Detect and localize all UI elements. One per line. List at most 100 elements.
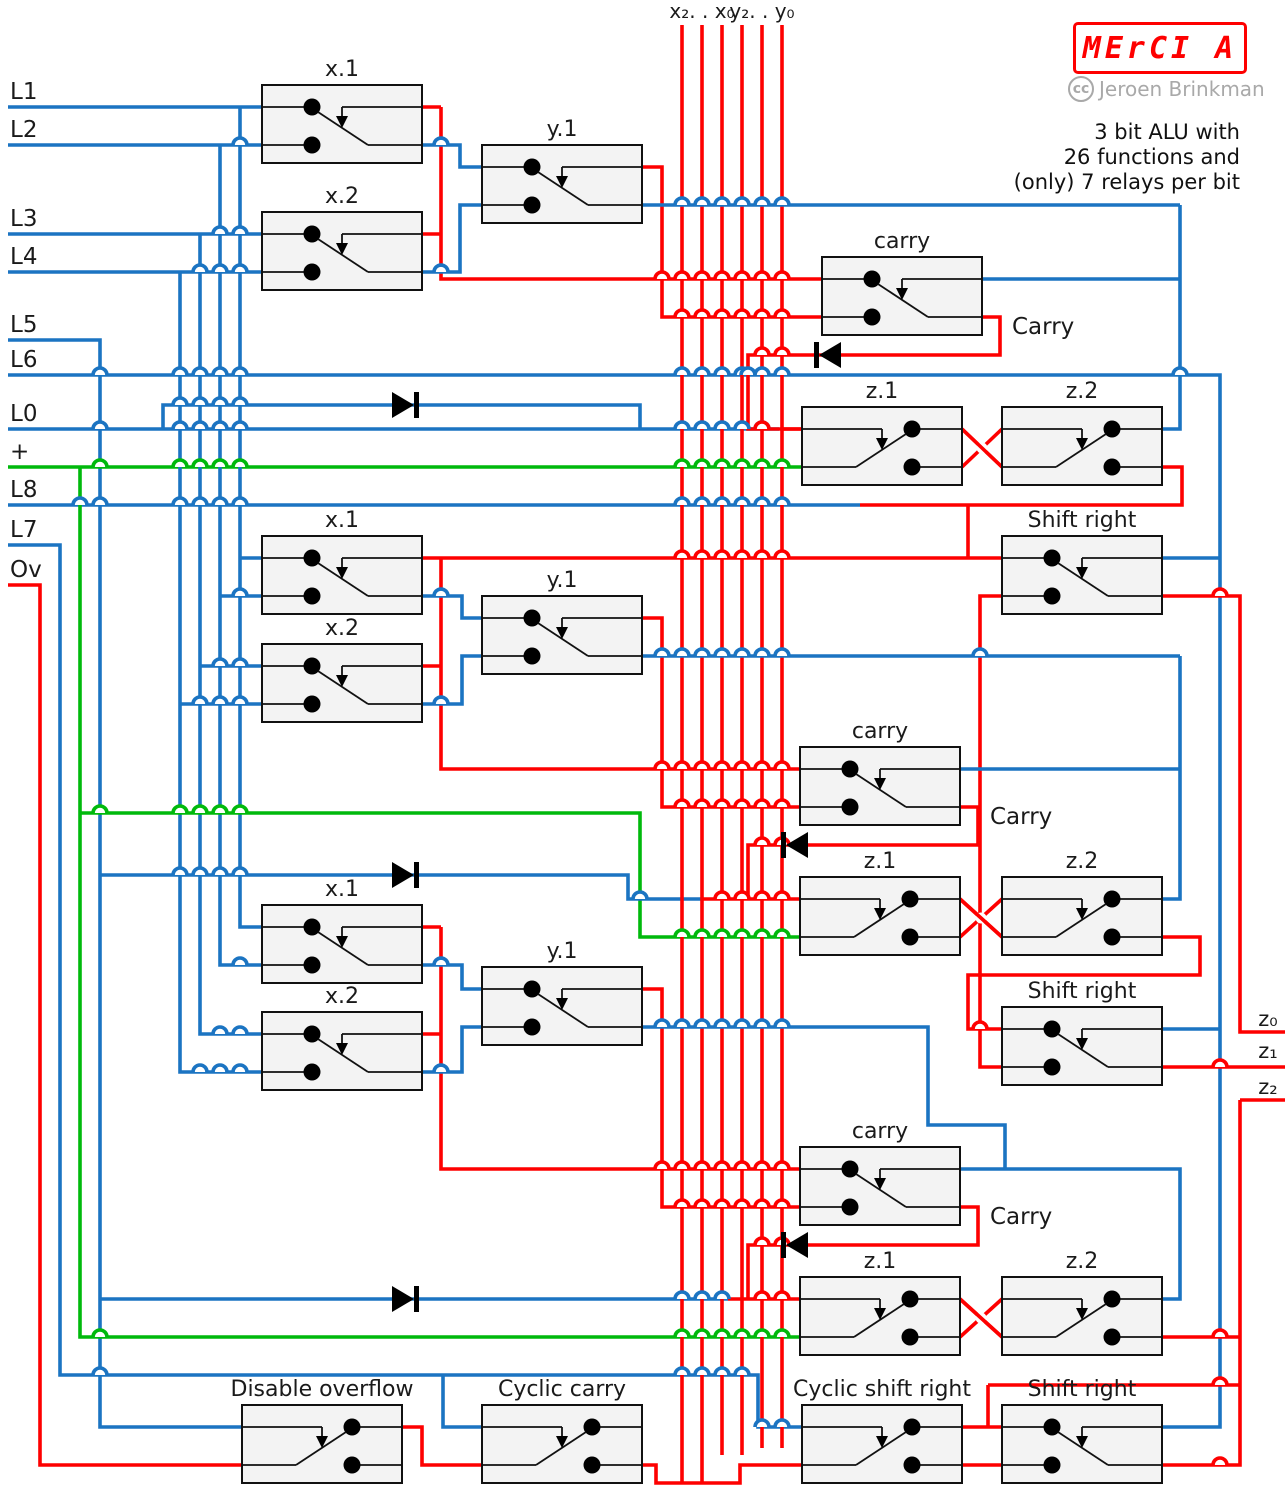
wire-hop [653,270,671,280]
label-carry: Carry [1012,314,1074,340]
wire-hop [733,1018,751,1028]
relay-x-2-contact-dot [303,1063,321,1081]
wire-hop [211,458,229,468]
wire-hop [653,1018,671,1028]
relay-z-1-actuator-arrow-icon [876,438,888,450]
wire-hop [733,196,751,206]
wire-hop [713,1018,731,1028]
wire-hop [713,458,731,468]
wire-hop [1211,1456,1229,1466]
relay-x-2-label: x.2 [325,184,359,209]
wire-hop [673,196,691,206]
relay-shift-right-actuator-arrow-icon [1076,567,1088,579]
wire-hop [1211,1328,1229,1338]
relay-x-2-contact-dot [303,225,321,243]
relay-carry-contact-dot [841,1160,859,1178]
label-l2: L2 [10,117,37,143]
wire-hop [211,225,229,235]
relay-carry-contact-line [855,1173,907,1208]
relay-y-1-contact-dot [523,980,541,998]
wire-hop [773,549,791,559]
wire-hop [773,1290,791,1300]
relay-z-1-contact-dot [901,890,919,908]
wire [8,583,242,1467]
relay-z-2-actuator-arrow-icon [1076,908,1088,920]
wire-hop [713,270,731,280]
relay-y-1-label: y.1 [547,117,578,142]
relay-x-1-contact-dot [303,956,321,974]
wire-hop [773,798,791,808]
label-l4: L4 [10,244,37,270]
credit-line: cc Jeroen Brinkman [1068,76,1265,102]
wire-hop [673,1328,691,1338]
wire-hop [753,196,771,206]
diode-bar [781,832,786,858]
diode-icon [392,862,414,888]
wire-hop [693,1328,711,1338]
relay-x-1-contact-dot [303,549,321,567]
title-line-1: 3 bit ALU with [1094,120,1240,144]
wire-hop [693,308,711,318]
wire-hop [211,366,229,376]
wire-hop [191,458,209,468]
relay-x-1-contact-line [317,111,369,146]
wire-hop [211,657,229,667]
wire [1162,1100,1242,1467]
wire-hop [773,346,791,356]
wire-hop [91,804,109,814]
relay-y-1-contact-line [537,171,589,206]
relay-x-2-contact-dot [303,657,321,675]
wire-hop [673,1198,691,1208]
wire [978,594,1002,1069]
wire-hop [753,1160,771,1170]
relay-x-1-label: x.1 [325,877,359,902]
wire-hop [191,866,209,876]
relay-y-1-label: y.1 [547,939,578,964]
relay-carry-contact-line [855,773,907,808]
relay-x-1-contact-line [317,931,369,966]
diode-icon [819,342,841,368]
wire-hop [693,928,711,938]
wire-hop [673,549,691,559]
wire-hop [713,1290,731,1300]
wire-hop [773,928,791,938]
wire [642,987,800,1209]
wire-hop [673,496,691,506]
wire-hop [713,1328,731,1338]
wire-hop [753,890,771,900]
wire-hop [773,458,791,468]
wire [642,1025,1007,1169]
wire-hop [693,270,711,280]
diode-icon [786,1232,808,1258]
wire-hop [713,1160,731,1170]
wire-hop [753,928,771,938]
relay-z-1-contact-dot [903,420,921,438]
wire-hop [191,396,209,406]
wire-hop [753,1418,771,1428]
wire-hop [673,647,691,657]
relay-carry-actuator-arrow-icon [896,288,908,300]
wire-hop [713,798,731,808]
wire-hop [713,1198,731,1208]
relay-x-1-contact-dot [303,918,321,936]
cc-license-icon: cc [1068,76,1094,102]
relay-cyclic-shift-right-contact-dot [903,1418,921,1436]
relay-x-2-actuator-arrow-icon [336,243,348,255]
relay-x-1-actuator-arrow-icon [336,116,348,128]
relay-y-1-contact-dot [523,1018,541,1036]
relay-z-2-contact-line [1055,1303,1107,1338]
wire-hop [713,760,731,770]
wire-hop [432,136,450,146]
wire-hop [171,866,189,876]
wire-hop [191,263,209,273]
wire-hop [753,366,771,376]
relay-shift-right-contact-dot [1043,1456,1061,1474]
relay-carry-box [799,1146,961,1226]
wire-hop [231,956,249,966]
relay-disable-overflow-contact-dot [343,1456,361,1474]
wire [642,1463,802,1485]
wire [198,234,262,1036]
relay-shift-right-contact-line [1057,1431,1109,1466]
relay-z-2-contact-dot [1103,458,1121,476]
